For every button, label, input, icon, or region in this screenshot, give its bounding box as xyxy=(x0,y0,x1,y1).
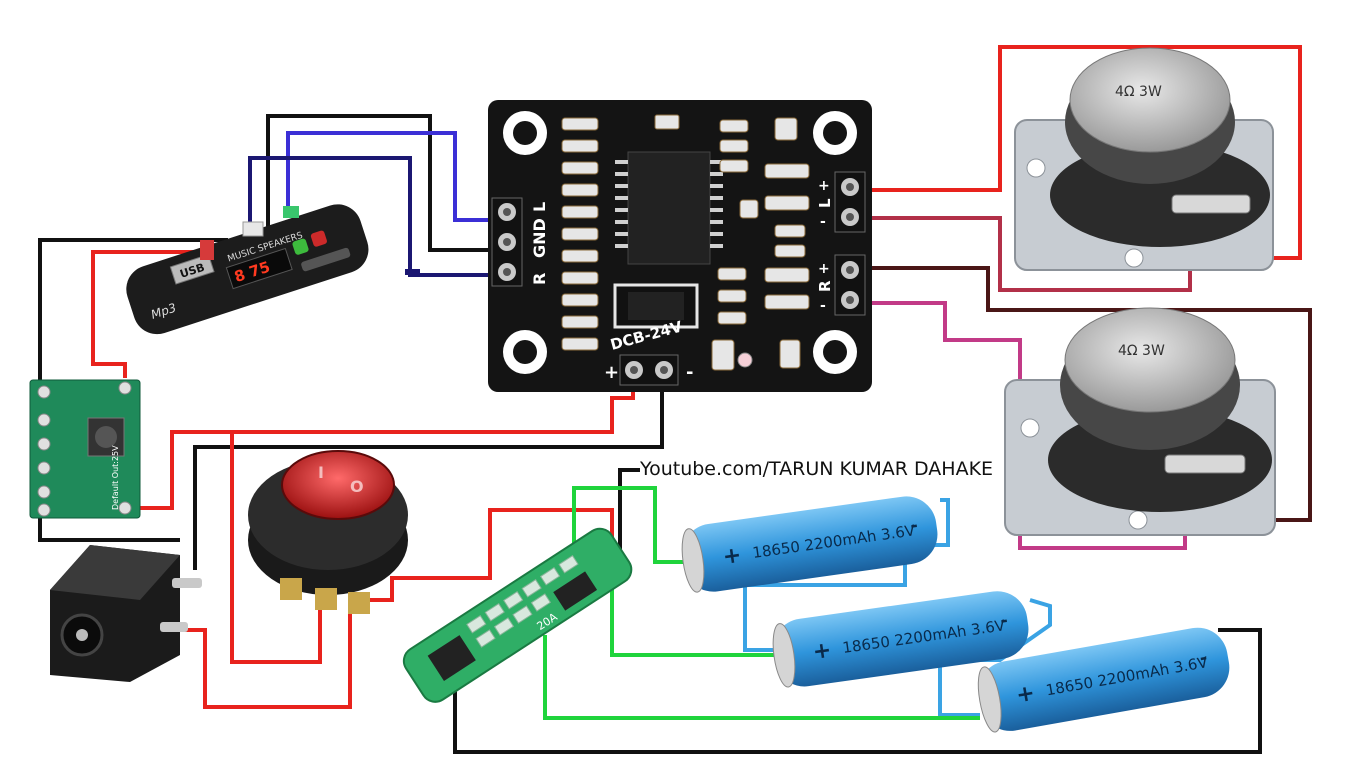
amplifier-chip xyxy=(627,151,711,265)
wire-switch-red xyxy=(230,432,322,664)
switch-off-label: O xyxy=(350,477,364,496)
wire-bat3-black xyxy=(453,628,1262,754)
wire-jack-red xyxy=(170,610,352,709)
speaker-2-label: 4Ω 3W xyxy=(1118,343,1165,359)
battery-1-plus: + xyxy=(721,543,743,570)
battery-2: + 18650 2200mAh 3.6V - xyxy=(772,591,1029,688)
out-left-label: L xyxy=(816,198,834,208)
rocker-switch: I O xyxy=(248,450,408,614)
out-right-minus: - xyxy=(820,298,826,314)
battery-2-plus: + xyxy=(811,638,833,665)
wire-bat2-blue xyxy=(938,598,1052,717)
wire-boost-out-plus xyxy=(91,250,210,378)
wire-audio-navy xyxy=(248,156,507,277)
input-label-l: L xyxy=(530,202,549,212)
wire-amp-plus xyxy=(128,370,635,510)
out-left-plus: + xyxy=(818,178,830,194)
battery-2-minus: - xyxy=(999,610,1009,632)
wire-audio-blue xyxy=(286,131,507,222)
input-label-r: R xyxy=(530,273,549,285)
battery-3: + 18650 2200mAh 3.6V - xyxy=(977,627,1230,733)
wire-bat3-green xyxy=(543,635,980,720)
audio-input-header xyxy=(491,197,523,287)
dc-jack xyxy=(50,545,202,682)
wire-amp-minus xyxy=(193,370,664,570)
speaker-2: 4Ω 3W xyxy=(1004,307,1276,536)
speaker-1-label: 4Ω 3W xyxy=(1115,84,1162,100)
wire-bat1-blue xyxy=(743,498,950,652)
battery-3-minus: - xyxy=(1198,647,1209,669)
speaker-output-header xyxy=(834,171,866,316)
wires xyxy=(38,45,1312,754)
amplifier-board: R GND L DCB-24V + - L R + - + - xyxy=(488,100,872,392)
input-label-gnd: GND xyxy=(530,218,549,258)
mp3-module: USB Mp3 8 75 MUSIC SPEAKERS xyxy=(126,204,369,335)
wire-boost-out-minus xyxy=(38,238,228,390)
power-minus-label: - xyxy=(686,362,693,383)
status-led xyxy=(737,352,753,368)
bms-board: 20A xyxy=(402,527,633,703)
wire-speaker2-minus xyxy=(852,301,1187,550)
wire-boost-gnd xyxy=(38,510,180,542)
youtube-credit: Youtube.com/TARUN KUMAR DAHAKE xyxy=(640,458,994,480)
power-plus-label: + xyxy=(604,362,619,383)
battery-1: + 18650 2200mAh 3.6V - xyxy=(681,496,938,593)
boost-label: Default Out:25V xyxy=(111,445,120,510)
wire-switch-bms xyxy=(350,508,614,602)
out-left-minus: - xyxy=(820,214,826,230)
wire-audio-black xyxy=(266,114,507,252)
switch-on-label: I xyxy=(318,463,324,482)
wire-bat2-green xyxy=(610,580,780,657)
battery-1-minus: - xyxy=(909,515,919,537)
battery-3-plus: + xyxy=(1014,681,1036,709)
speaker-1: 4Ω 3W xyxy=(1014,47,1274,271)
power-input-header xyxy=(619,354,679,386)
boost-converter: Default Out:25V xyxy=(29,379,141,519)
wire-bms-black xyxy=(618,468,640,565)
out-right-plus: + xyxy=(818,261,830,277)
out-right-label: R xyxy=(816,280,834,292)
